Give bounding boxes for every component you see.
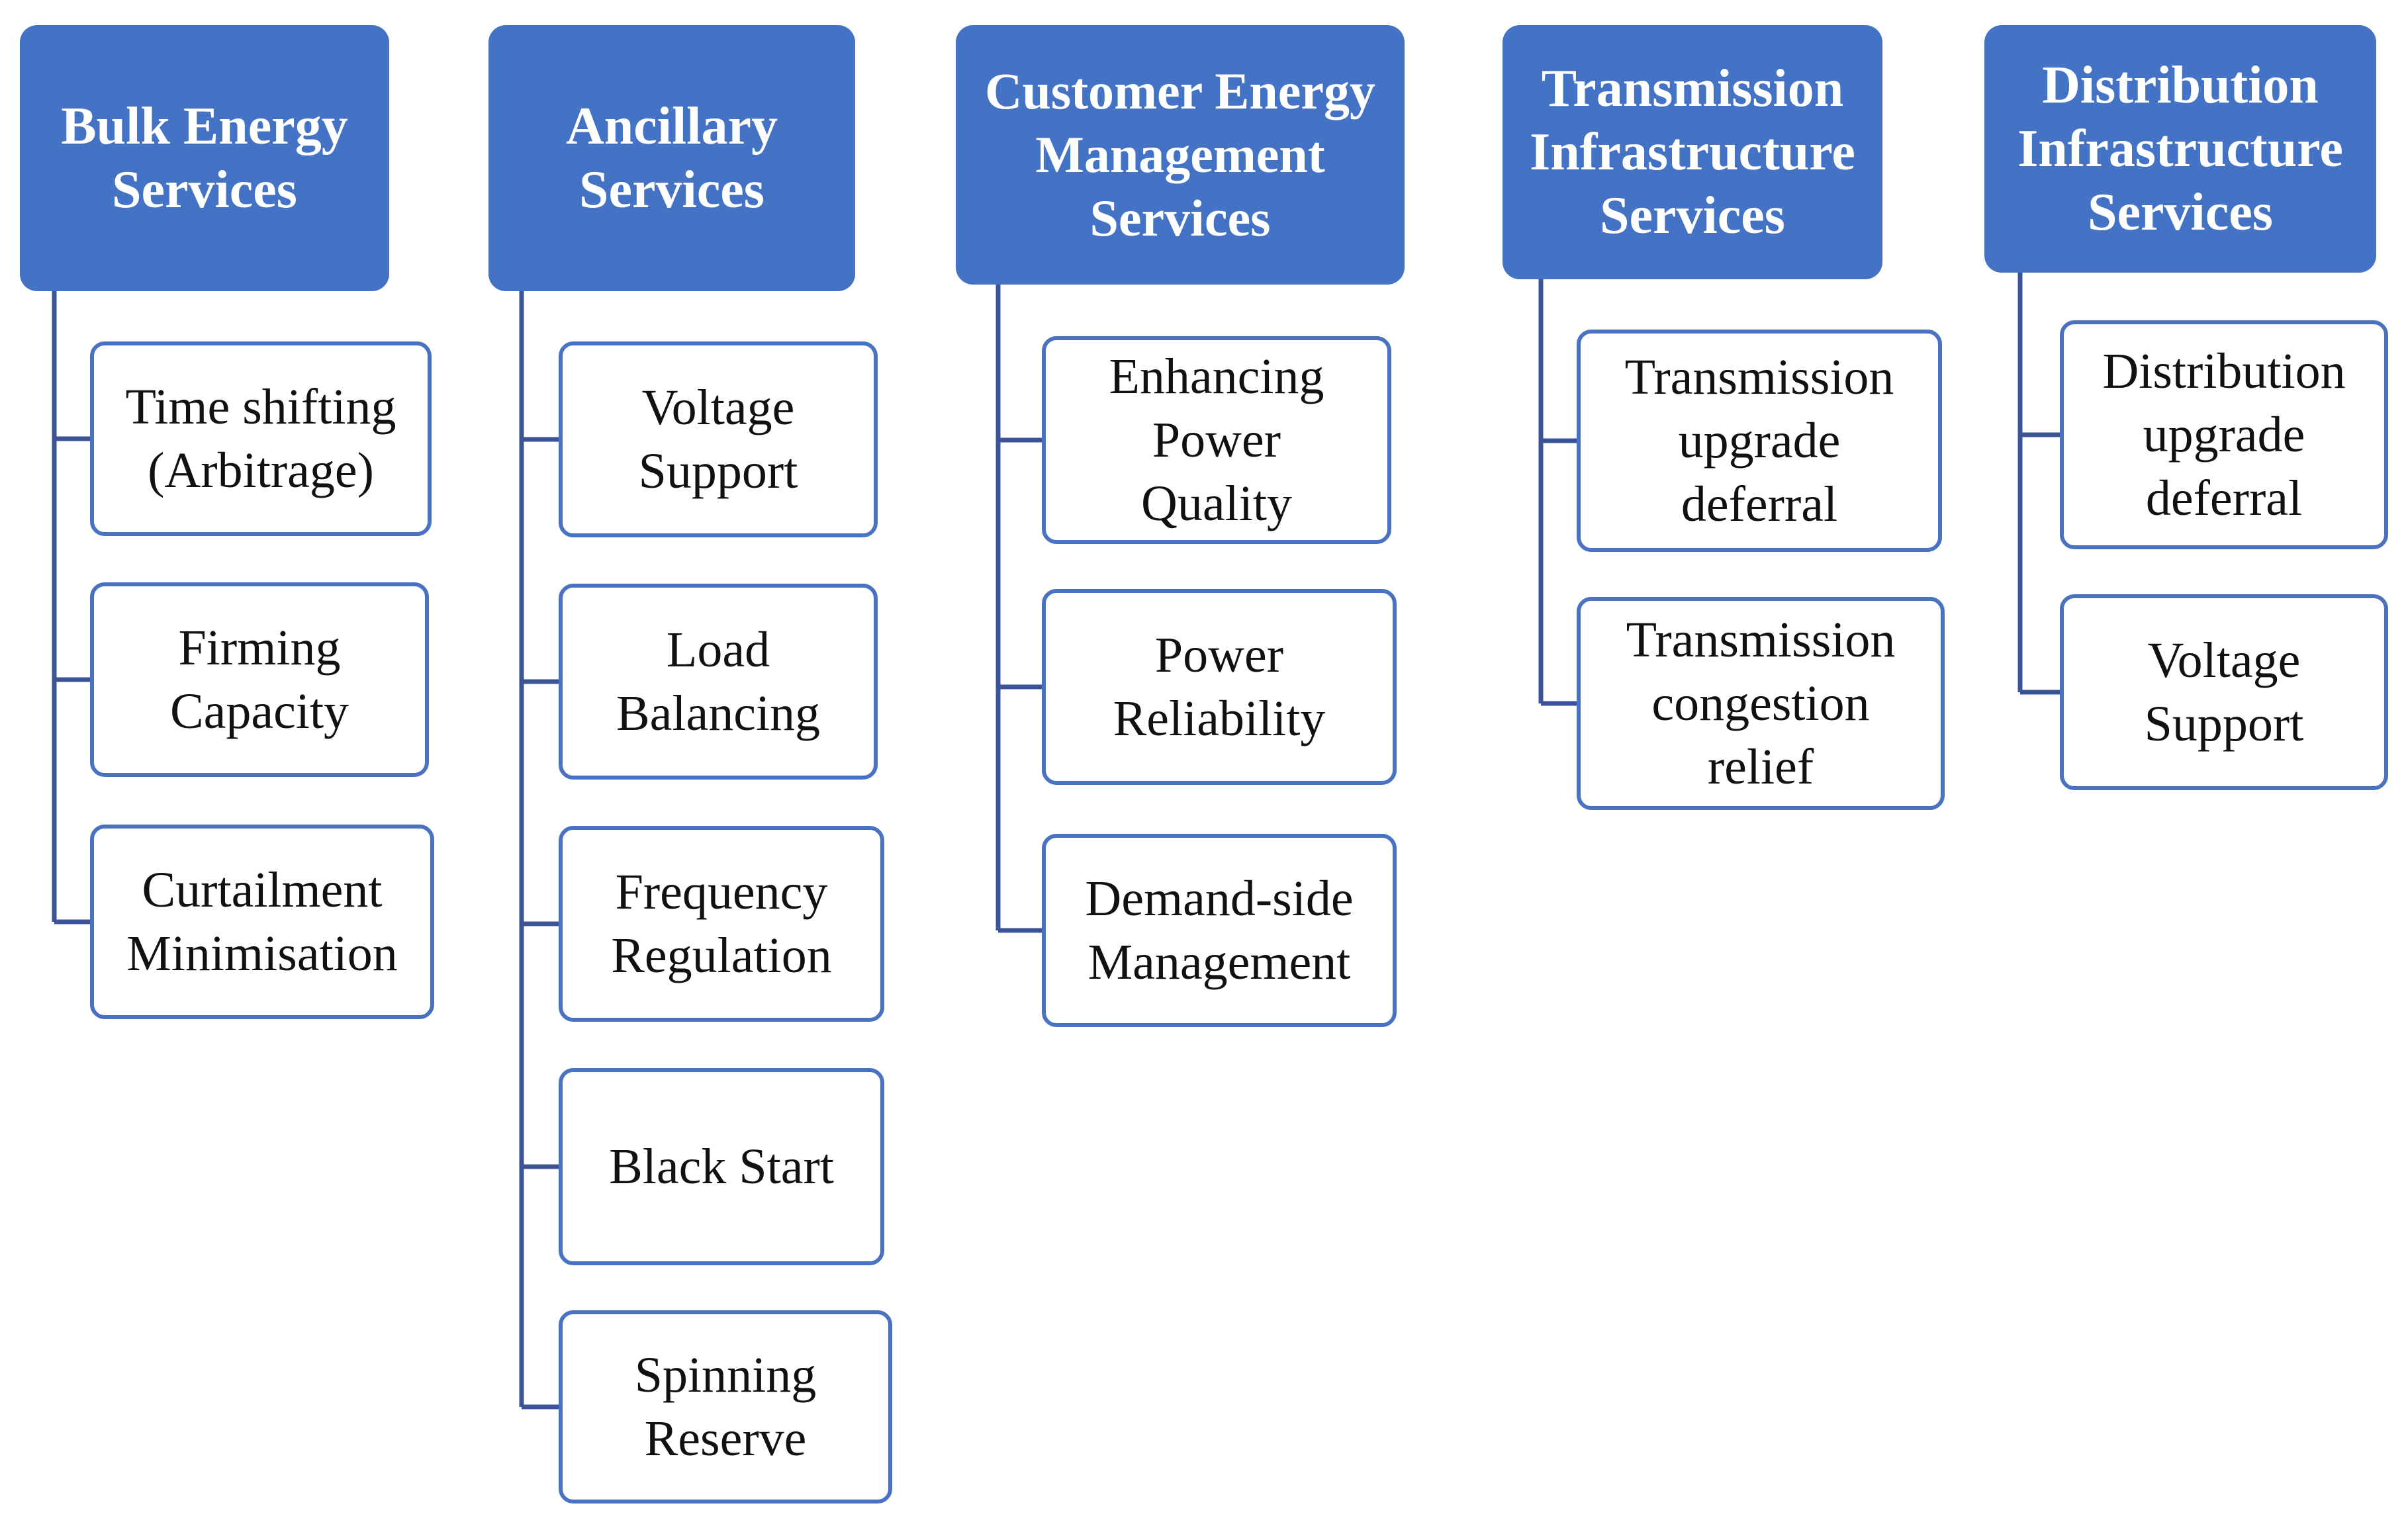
- item-time-shifting: Time shifting (Arbitrage): [90, 341, 432, 536]
- item-load-balancing: Load Balancing: [559, 584, 878, 780]
- item-enhancing-power-quality: Enhancing Power Quality: [1042, 336, 1391, 544]
- item-spinning-reserve: Spinning Reserve: [559, 1310, 892, 1504]
- header-transmission-infrastructure-services: Transmission Infrastructure Services: [1503, 25, 1882, 279]
- header-ancillary-services: Ancillary Services: [488, 25, 855, 291]
- connector-customer: [996, 285, 1042, 933]
- item-curtailment-minimisation: Curtailment Minimisation: [90, 825, 434, 1019]
- connector-distribution: [2017, 273, 2060, 695]
- item-firming-capacity: Firming Capacity: [90, 582, 429, 777]
- item-transmission-congestion-relief: Transmission congestion relief: [1577, 597, 1945, 810]
- item-demand-side-management: Demand-side Management: [1042, 834, 1397, 1027]
- item-voltage-support-ancillary: Voltage Support: [559, 341, 878, 537]
- header-distribution-infrastructure-services: Distribution Infrastructure Services: [1984, 25, 2376, 273]
- item-transmission-upgrade-deferral: Transmission upgrade deferral: [1577, 330, 1942, 552]
- item-voltage-support-distribution: Voltage Support: [2060, 594, 2388, 790]
- item-black-start: Black Start: [559, 1068, 884, 1265]
- connector-transmission: [1538, 279, 1577, 706]
- connector-bulk: [52, 291, 90, 924]
- item-frequency-regulation: Frequency Regulation: [559, 826, 884, 1022]
- header-bulk-energy-services: Bulk Energy Services: [20, 25, 389, 291]
- item-distribution-upgrade-deferral: Distribution upgrade deferral: [2060, 320, 2388, 549]
- header-customer-energy-management-services: Customer Energy Management Services: [956, 25, 1405, 285]
- connector-ancillary: [519, 291, 559, 1410]
- item-power-reliability: Power Reliability: [1042, 589, 1397, 785]
